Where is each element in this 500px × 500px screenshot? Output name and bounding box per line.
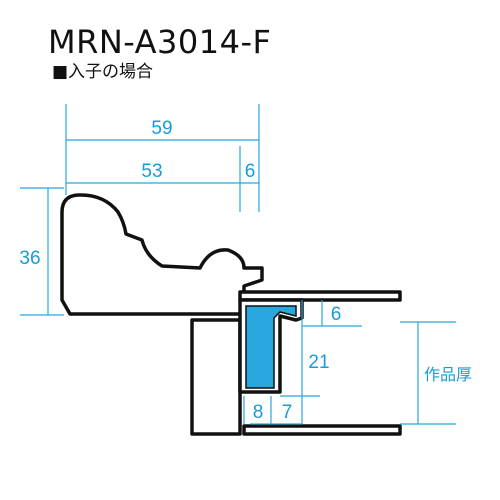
dim-overall-width: 59	[151, 118, 172, 139]
insert-spacer	[245, 305, 297, 389]
artwork-thickness-label: 作品厚	[424, 365, 472, 384]
dim-bottom-right: 7	[282, 402, 293, 423]
backing-plate	[242, 424, 402, 436]
dim-insert-depth: 21	[308, 352, 329, 373]
height-dimension-lines	[20, 187, 64, 316]
dim-insert-top: 6	[331, 304, 342, 325]
backing-board	[190, 318, 242, 436]
moulding-profile	[60, 193, 264, 316]
glazing-plate	[238, 290, 402, 302]
top-dimension-lines	[65, 104, 260, 212]
insert-case-subtitle: ■入子の場合	[52, 62, 154, 82]
right-dimension-lines	[243, 300, 456, 425]
dim-inner-width: 53	[141, 161, 162, 182]
dim-lip-width: 6	[245, 161, 256, 182]
dim-height: 36	[19, 248, 40, 269]
dim-bottom-left: 8	[253, 402, 264, 423]
product-code-title: MRN-A3014-F	[48, 23, 272, 61]
